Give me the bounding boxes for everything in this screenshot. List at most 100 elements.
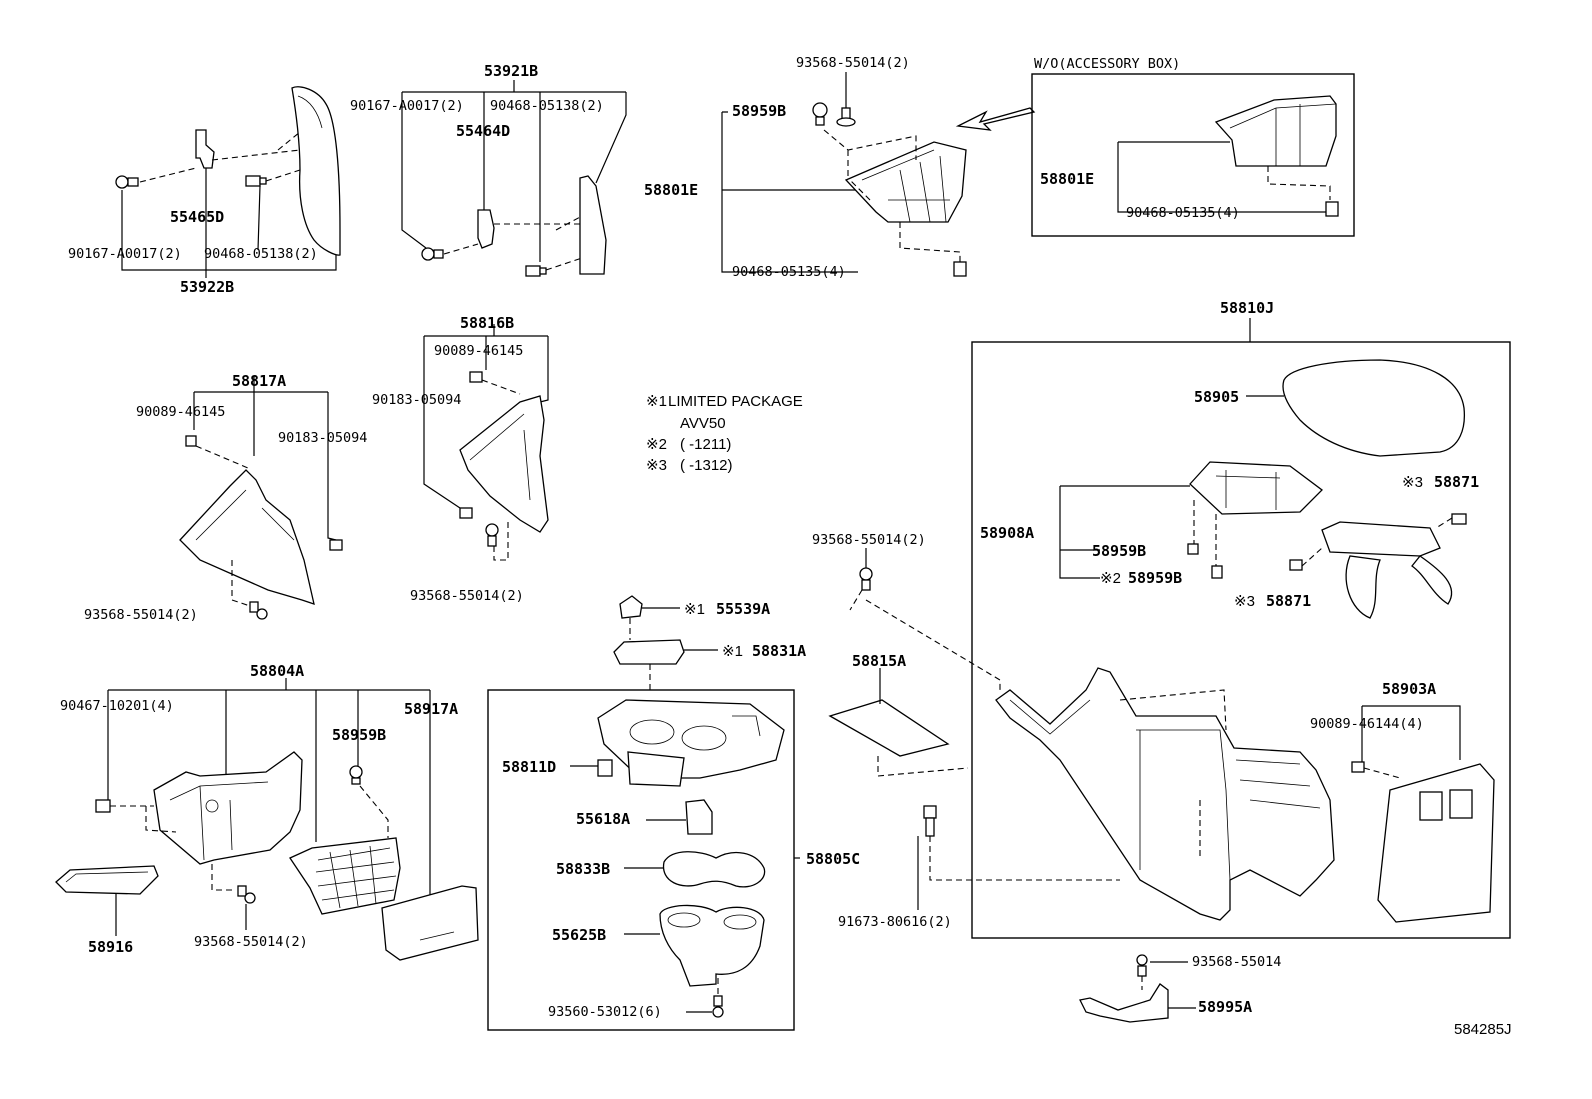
label-90183-05094-a: 90183-05094 <box>278 430 367 446</box>
group-53921B <box>401 80 627 277</box>
label-90089-46145-a: 90089-46145 <box>136 404 225 420</box>
screw-icon <box>237 885 256 904</box>
label-55625B: 55625B <box>552 926 606 944</box>
bolt-icon <box>923 805 937 837</box>
label-58831A: 58831A <box>752 642 806 660</box>
mark-1a: ※1 <box>684 601 705 618</box>
label-58805C: 58805C <box>806 850 860 868</box>
group-58816B <box>423 324 549 561</box>
mat-58916 <box>55 865 159 895</box>
screw-icon <box>712 995 724 1018</box>
label-93568-left: 93568-55014(2) <box>84 607 198 623</box>
group-58801E <box>721 72 1036 277</box>
clip-icon <box>1289 559 1303 571</box>
clip-icon <box>459 507 473 519</box>
mesh-lid-58917A <box>289 837 401 915</box>
label-90089-46145-b: 90089-46145 <box>434 343 523 359</box>
armrest-lid-58905 <box>1282 359 1466 457</box>
note-2-mark: ※2 <box>646 436 667 453</box>
accessory-box-title: W/O(ACCESSORY BOX) <box>1034 56 1180 72</box>
note-3-mark: ※3 <box>646 457 667 474</box>
label-53922B: 53922B <box>180 278 234 296</box>
group-53922B <box>115 86 341 278</box>
clip-icon <box>953 261 967 277</box>
note-1-sub: AVV50 <box>680 415 726 432</box>
notes-block: ※1 LIMITED PACKAGE AVV50 ※2 ( -1211) ※3 … <box>646 393 803 474</box>
latch-hook <box>1345 555 1381 619</box>
box-bracket-58804A <box>153 751 303 865</box>
mat-58833B <box>663 851 766 888</box>
accessory-box-frame <box>1031 73 1355 237</box>
note-1-mark: ※1 <box>646 393 667 410</box>
accessory-tray-58801E <box>844 141 967 223</box>
clip-icon <box>185 435 197 447</box>
mat-58815A <box>828 699 950 757</box>
clip-icon <box>1187 543 1223 579</box>
damper-55618A <box>685 799 713 835</box>
vent-grille-icon <box>1419 791 1443 821</box>
note-2-text: ( -1211) <box>680 436 731 453</box>
label-58801E-box: 58801E <box>1040 170 1094 188</box>
clip-58811D <box>597 759 613 777</box>
label-90089-46144: 90089-46144(4) <box>1310 716 1424 732</box>
label-58815A: 58815A <box>852 652 906 670</box>
clip-icon <box>1325 201 1339 217</box>
label-58959B-r1: 58959B <box>1092 542 1146 560</box>
label-90167-bottom: 90167-A0017(2) <box>68 246 182 262</box>
label-58811D: 58811D <box>502 758 556 776</box>
label-55464D: 55464D <box>456 122 510 140</box>
mark-3a: ※3 <box>1402 474 1423 491</box>
label-55465D: 55465D <box>170 208 224 226</box>
screw-icon <box>421 247 444 261</box>
screw-icon <box>1136 954 1148 977</box>
clip-icon <box>95 799 111 813</box>
label-93568-right: 93568-55014(2) <box>812 532 926 548</box>
label-90167-top: 90167-A0017(2) <box>350 98 464 114</box>
lid-board-58917A <box>381 885 479 961</box>
label-58905: 58905 <box>1194 388 1239 406</box>
screw-icon <box>249 601 268 620</box>
trim-panel-53921B <box>579 175 607 275</box>
panel-58817A <box>179 469 315 605</box>
label-90467: 90467-10201(4) <box>60 698 174 714</box>
rear-vent-panel-58903A <box>1377 763 1495 923</box>
bracket-58995A <box>1079 983 1169 1023</box>
label-58817A: 58817A <box>232 372 286 390</box>
label-58810J: 58810J <box>1220 299 1274 317</box>
label-58804A: 58804A <box>250 662 304 680</box>
label-55618A: 55618A <box>576 810 630 828</box>
vent-grille-icon <box>1449 789 1473 819</box>
cupholder-frame-58805C <box>487 689 795 1031</box>
label-93560: 93560-53012(6) <box>548 1004 662 1020</box>
clip-icon <box>525 265 547 277</box>
clip-icon <box>812 102 828 126</box>
bracket-55465D <box>195 129 215 169</box>
arrow-icon <box>955 107 1036 131</box>
mark-2: ※2 <box>1100 570 1121 587</box>
label-58959B-r2: 58959B <box>1128 569 1182 587</box>
note-1-text: LIMITED PACKAGE <box>668 393 803 410</box>
clip-icon <box>469 371 483 383</box>
screw-icon <box>836 107 856 127</box>
latch-hook <box>1411 555 1453 605</box>
trim-panel-53922B <box>291 86 341 256</box>
label-58917A: 58917A <box>404 700 458 718</box>
figure-id: 584285J <box>1454 1021 1512 1038</box>
label-58833B: 58833B <box>556 860 610 878</box>
label-58916: 58916 <box>88 938 133 956</box>
label-91673: 91673-80616(2) <box>838 914 952 930</box>
switch-55539A <box>619 595 643 619</box>
screw-icon <box>115 175 139 189</box>
label-58871-a: 58871 <box>1434 473 1479 491</box>
hinge-58908A <box>1189 461 1323 515</box>
clip-icon <box>1351 761 1365 773</box>
label-58995A: 58995A <box>1198 998 1252 1016</box>
label-93568-low: 93568-55014(2) <box>194 934 308 950</box>
clip-icon <box>329 539 343 551</box>
note-3-text: ( -1312) <box>680 457 733 474</box>
screw-icon <box>859 567 873 591</box>
label-90183-05094-b: 90183-05094 <box>372 392 461 408</box>
cup-well <box>627 751 685 787</box>
cup-insert-55625B <box>659 904 765 987</box>
